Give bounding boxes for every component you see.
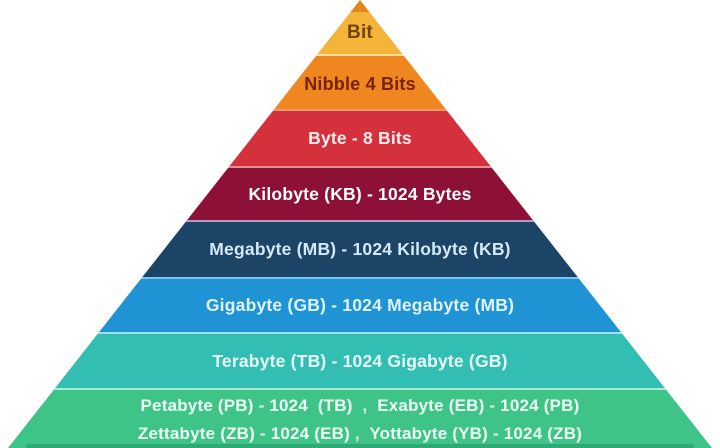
level-megabyte: Megabyte (MB) - 1024 Kilobyte (KB): [8, 220, 712, 277]
level-petabyte-yottabyte: Petabyte (PB) - 1024 (TB) , Exabyte (EB)…: [8, 388, 712, 448]
pyramid-apex-shade: [347, 0, 373, 12]
level-zettabyte-yottabyte-label: Zettabyte (ZB) - 1024 (EB) , Yottabyte (…: [137, 424, 583, 443]
level-petabyte-exabyte-label: Petabyte (PB) - 1024 (TB) , Exabyte (EB)…: [140, 396, 580, 415]
level-byte-label: Byte - 8 Bits: [308, 128, 412, 149]
level-gigabyte-label: Gigabyte (GB) - 1024 Megabyte (MB): [205, 295, 515, 316]
level-nibble-label: Nibble 4 Bits: [304, 73, 416, 94]
level-terabyte: Terabyte (TB) - 1024 Gigabyte (GB): [8, 332, 712, 388]
level-gigabyte: Gigabyte (GB) - 1024 Megabyte (MB): [8, 276, 712, 333]
level-terabyte-label: Terabyte (TB) - 1024 Gigabyte (GB): [212, 350, 508, 371]
level-kilobyte: Kilobyte (KB) - 1024 Bytes: [8, 165, 712, 221]
level-nibble: Nibble 4 Bits: [8, 53, 712, 110]
level-kilobyte-label: Kilobyte (KB) - 1024 Bytes: [248, 183, 472, 204]
level-megabyte-label: Megabyte (MB) - 1024 Kilobyte (KB): [209, 239, 511, 260]
level-bit-label: Bit: [347, 21, 373, 43]
pyramid-base-shadow: [26, 444, 694, 448]
level-byte: Byte - 8 Bits: [8, 109, 712, 166]
